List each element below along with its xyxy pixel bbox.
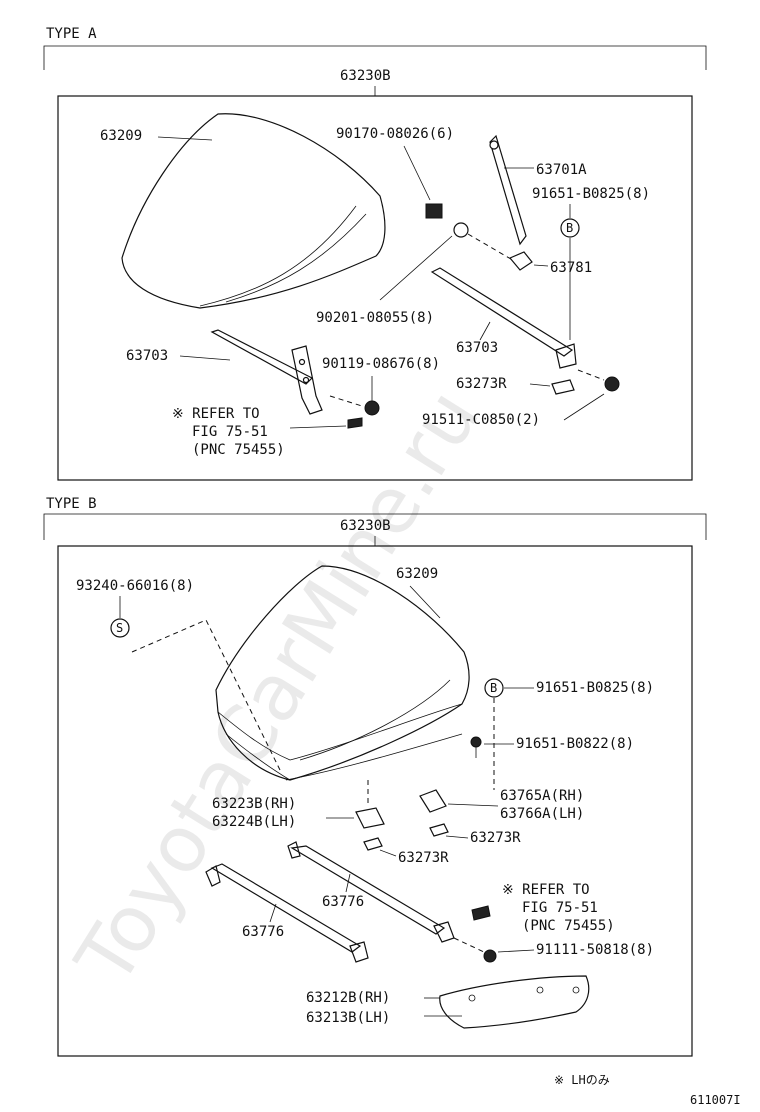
bracket-63781-icon <box>509 251 533 271</box>
label-91111: 91111-50818(8) <box>536 942 654 958</box>
label-63273r-b-left: 63273R <box>398 850 449 866</box>
type-b-section: TYPE B 63230B 63209 93240-66016(8) S B 9… <box>43 496 707 1057</box>
type-a-stay-rod <box>489 134 527 246</box>
circle-b-symbol-b <box>484 678 504 698</box>
label-63212b: 63212B(RH) <box>306 990 390 1006</box>
board-63212b <box>439 975 590 1029</box>
nut-icon <box>425 203 443 219</box>
bracket-63223b-icon <box>355 807 385 829</box>
watermark: ToyotaCarMine.ru <box>59 375 497 1001</box>
footer-code: 611007I <box>690 1093 741 1107</box>
label-91651-b0822: 91651-B0822(8) <box>516 736 634 752</box>
bracket-63765a-icon <box>419 789 447 813</box>
type-a-assembly-number: 63230B <box>340 68 391 84</box>
label-63273r-a: 63273R <box>456 376 507 392</box>
refer-line-2-a: FIG 75-51 <box>192 424 268 440</box>
frame-63776-left <box>205 863 369 963</box>
type-b-heading: TYPE B <box>46 496 97 512</box>
label-63765a: 63765A(RH) <box>500 788 584 804</box>
label-63781: 63781 <box>550 260 592 276</box>
type-a-bracket <box>43 45 707 70</box>
bolt-icon-a-right <box>604 376 620 392</box>
label-90119: 90119-08676(8) <box>322 356 440 372</box>
circle-b-symbol-a <box>560 218 580 238</box>
type-b-assembly-number: 63230B <box>340 518 391 534</box>
type-a-heading: TYPE A <box>46 26 97 42</box>
label-63776-left: 63776 <box>242 924 284 940</box>
refer-part-icon-a <box>347 417 363 429</box>
plate-63273r-b-right-icon <box>429 823 449 837</box>
label-63224b: 63224B(LH) <box>212 814 296 830</box>
label-63776-right: 63776 <box>322 894 364 910</box>
bolt-icon-a-left <box>364 400 380 416</box>
label-63701a: 63701A <box>536 162 587 178</box>
label-63223b: 63223B(RH) <box>212 796 296 812</box>
refer-line-2-b: FIG 75-51 <box>522 900 598 916</box>
type-b-frame <box>57 545 693 1057</box>
footer-note: ※ LHのみ <box>554 1073 610 1087</box>
label-63209-a: 63209 <box>100 128 142 144</box>
label-91651-a: 91651-B0825(8) <box>532 186 650 202</box>
type-b-seat-cover <box>215 565 470 781</box>
label-63209-b: 63209 <box>396 566 438 582</box>
label-63213b: 63213B(LH) <box>306 1010 390 1026</box>
plate-63273r-a-icon <box>551 379 575 395</box>
label-90201: 90201-08055(8) <box>316 310 434 326</box>
bolt-icon-b0822 <box>470 736 482 748</box>
refer-line-1-b: ※ REFER TO <box>502 882 590 898</box>
washer-icon <box>453 222 469 238</box>
refer-part-icon-b <box>471 905 491 921</box>
circle-s-symbol <box>110 618 130 638</box>
refer-line-3-b: (PNC 75455) <box>522 918 615 934</box>
type-a-seat-cover <box>121 113 386 309</box>
refer-line-1-a: ※ REFER TO <box>172 406 260 422</box>
type-a-rail-left <box>210 329 323 415</box>
plate-63273r-b-left-icon <box>363 837 383 851</box>
type-a-section: TYPE A 63230B 63209 90170-08026(6) 63701… <box>43 26 707 481</box>
circle-b-label-a: B <box>566 221 573 235</box>
label-63703-right: 63703 <box>456 340 498 356</box>
refer-line-3-a: (PNC 75455) <box>192 442 285 458</box>
label-63273r-b-right: 63273R <box>470 830 521 846</box>
label-93240: 93240-66016(8) <box>76 578 194 594</box>
circle-s-label: S <box>116 621 123 635</box>
label-63703-left: 63703 <box>126 348 168 364</box>
label-63766a: 63766A(LH) <box>500 806 584 822</box>
type-b-bracket <box>43 513 707 540</box>
label-91651-b0825-b: 91651-B0825(8) <box>536 680 654 696</box>
label-91511: 91511-C0850(2) <box>422 412 540 428</box>
label-90170: 90170-08026(6) <box>336 126 454 142</box>
bolt-icon-b-bottom <box>483 949 497 963</box>
type-a-frame <box>57 95 693 481</box>
type-a-rail-right <box>430 267 577 369</box>
circle-b-label-b: B <box>490 681 497 695</box>
